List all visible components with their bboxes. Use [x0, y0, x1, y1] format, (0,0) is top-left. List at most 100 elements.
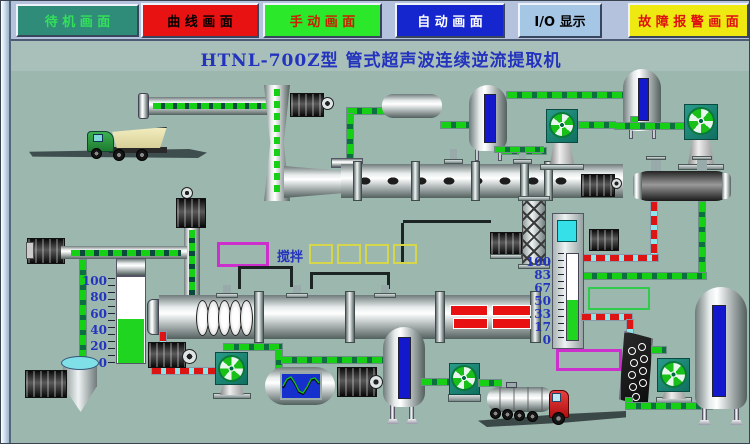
signal-line [403, 220, 491, 223]
upper-tube-vent-plate [444, 159, 463, 164]
io-display-button[interactable]: I/O 显示 [518, 3, 602, 38]
funnel-cone [63, 386, 97, 412]
upper-tube-screw-pattern [351, 172, 613, 190]
fan4-baseplate [448, 394, 481, 402]
fan5-icon [660, 361, 687, 388]
agitator-indicator-magenta [217, 242, 269, 267]
tanker-wheel [514, 410, 525, 421]
lower-tube-nozzle-stem [381, 285, 389, 297]
pipe-green-2 [346, 113, 354, 161]
pipe-green-4 [506, 91, 626, 99]
elevator-motor-base [490, 254, 522, 259]
green-indicator-box [588, 287, 650, 310]
elevator-bottom-flange [518, 264, 550, 269]
fan1-pedestal [550, 142, 574, 164]
right-gauge-ruler [558, 253, 564, 343]
signal-line [401, 223, 404, 263]
lower-tube-flange [254, 291, 264, 343]
cyan-indicator [557, 220, 577, 242]
separator-tank-cap [633, 173, 642, 199]
funnel-motor-icon [25, 370, 67, 398]
fan3-pedestal [220, 383, 244, 395]
lower-tube-nozzle-plate [286, 293, 308, 298]
signal-line [238, 269, 241, 289]
pipe-redcyan-6 [151, 367, 219, 375]
pipe-redcyan-3 [581, 313, 633, 321]
tanker-wheel [490, 408, 501, 419]
standby-screen-button[interactable]: 待 机 画 面 [16, 4, 139, 37]
nozzle-hole [632, 393, 640, 401]
funnel-liquid-surface [61, 356, 99, 370]
auto-screen-button[interactable]: 自 动 画 面 [395, 3, 505, 38]
nozzle-hole [639, 379, 647, 387]
left-feed-pipe-flow [71, 250, 181, 256]
pipe-green-10 [698, 201, 706, 279]
lower-tube-nozzle-plate [216, 293, 238, 298]
sep-tank-nozzle-plate [692, 156, 712, 160]
tanker-cab-window [552, 393, 561, 402]
upper-tube-flange [353, 161, 362, 201]
agitator-motor-icon [176, 198, 206, 228]
tank3-foot [387, 419, 399, 424]
fan4-icon [451, 365, 477, 391]
upper-tube-drive-motor-icon [581, 174, 615, 197]
conveyor-material-flow [153, 103, 273, 109]
toolbar: 待 机 画 面 曲 线 画 面 手 动 画 面 自 动 画 面 I/O 显示 故… [11, 1, 749, 41]
pipe-green-15 [281, 356, 385, 364]
right-gauge-fill [567, 300, 578, 340]
pipe-green-11 [581, 272, 707, 280]
pipe-green-18 [651, 346, 667, 354]
tank3-foot [406, 419, 418, 424]
signal-line [310, 275, 313, 289]
dump-truck-window [93, 134, 103, 142]
left-gauge-tick: 40 [90, 323, 107, 337]
pipe-green-8 [578, 121, 616, 129]
discharge-pump-icon [148, 342, 186, 368]
nozzle-hole [628, 371, 636, 379]
pipe-green-9 [494, 146, 544, 153]
left-gauge-tick: 20 [90, 339, 107, 353]
signal-line [238, 266, 293, 269]
signal-line [290, 269, 293, 287]
agitator-indicator-yellow-4 [393, 244, 417, 264]
tank1-level-bar [484, 94, 496, 143]
heater-block [492, 305, 531, 316]
manual-screen-button[interactable]: 手 动 画 面 [263, 3, 382, 38]
agitator-label: 搅拌 [277, 250, 304, 265]
fault-alarm-screen-button[interactable]: 故 障 报 警 画 面 [628, 3, 749, 38]
elevator-top-flange [518, 196, 550, 201]
discharge-motor-icon [589, 229, 619, 251]
tanker-wheel [502, 409, 513, 420]
pipe-green-7 [614, 122, 684, 130]
fan3-icon [218, 355, 245, 382]
discharge-pump-pulley [182, 349, 197, 364]
right-gauge-tick: 67 [534, 281, 551, 295]
elevator-motor-icon [490, 232, 522, 255]
left-scrollbar[interactable] [1, 1, 11, 443]
tanker-wheel [552, 412, 565, 425]
right-gauge-tick: 0 [542, 333, 551, 347]
upper-tube-vent-plate [513, 159, 532, 164]
agitator-indicator-yellow-3 [365, 244, 389, 264]
pipe-green-13 [223, 343, 283, 351]
upper-tube-vent-stem [450, 149, 457, 161]
curve-screen-button[interactable]: 曲 线 画 面 [141, 3, 259, 38]
dump-truck-wheel [91, 148, 102, 159]
nozzle-hole [639, 367, 647, 375]
sep-tank-nozzle [697, 159, 707, 172]
page-title: HTNL-700Z型 管式超声波连续逆流提取机 [200, 51, 562, 71]
dump-truck-bed [112, 127, 167, 149]
drop-pipe-flow [189, 230, 195, 296]
hopper-material-flow [274, 89, 280, 197]
heater-block [450, 305, 488, 316]
lower-tube-nozzle-stem [223, 285, 231, 297]
generator-pump-pulley [369, 375, 383, 389]
tank4-level-bar [712, 305, 726, 397]
agitator-indicator-yellow-1 [309, 244, 333, 264]
right-gauge-tick: 50 [534, 294, 551, 308]
left-gauge-tick: 100 [81, 274, 107, 288]
upper-tube-flange [411, 161, 420, 201]
conveyor-end-cap [138, 93, 149, 119]
feeder-motor-icon [290, 93, 324, 117]
upper-tube-vent-stem [519, 149, 526, 161]
